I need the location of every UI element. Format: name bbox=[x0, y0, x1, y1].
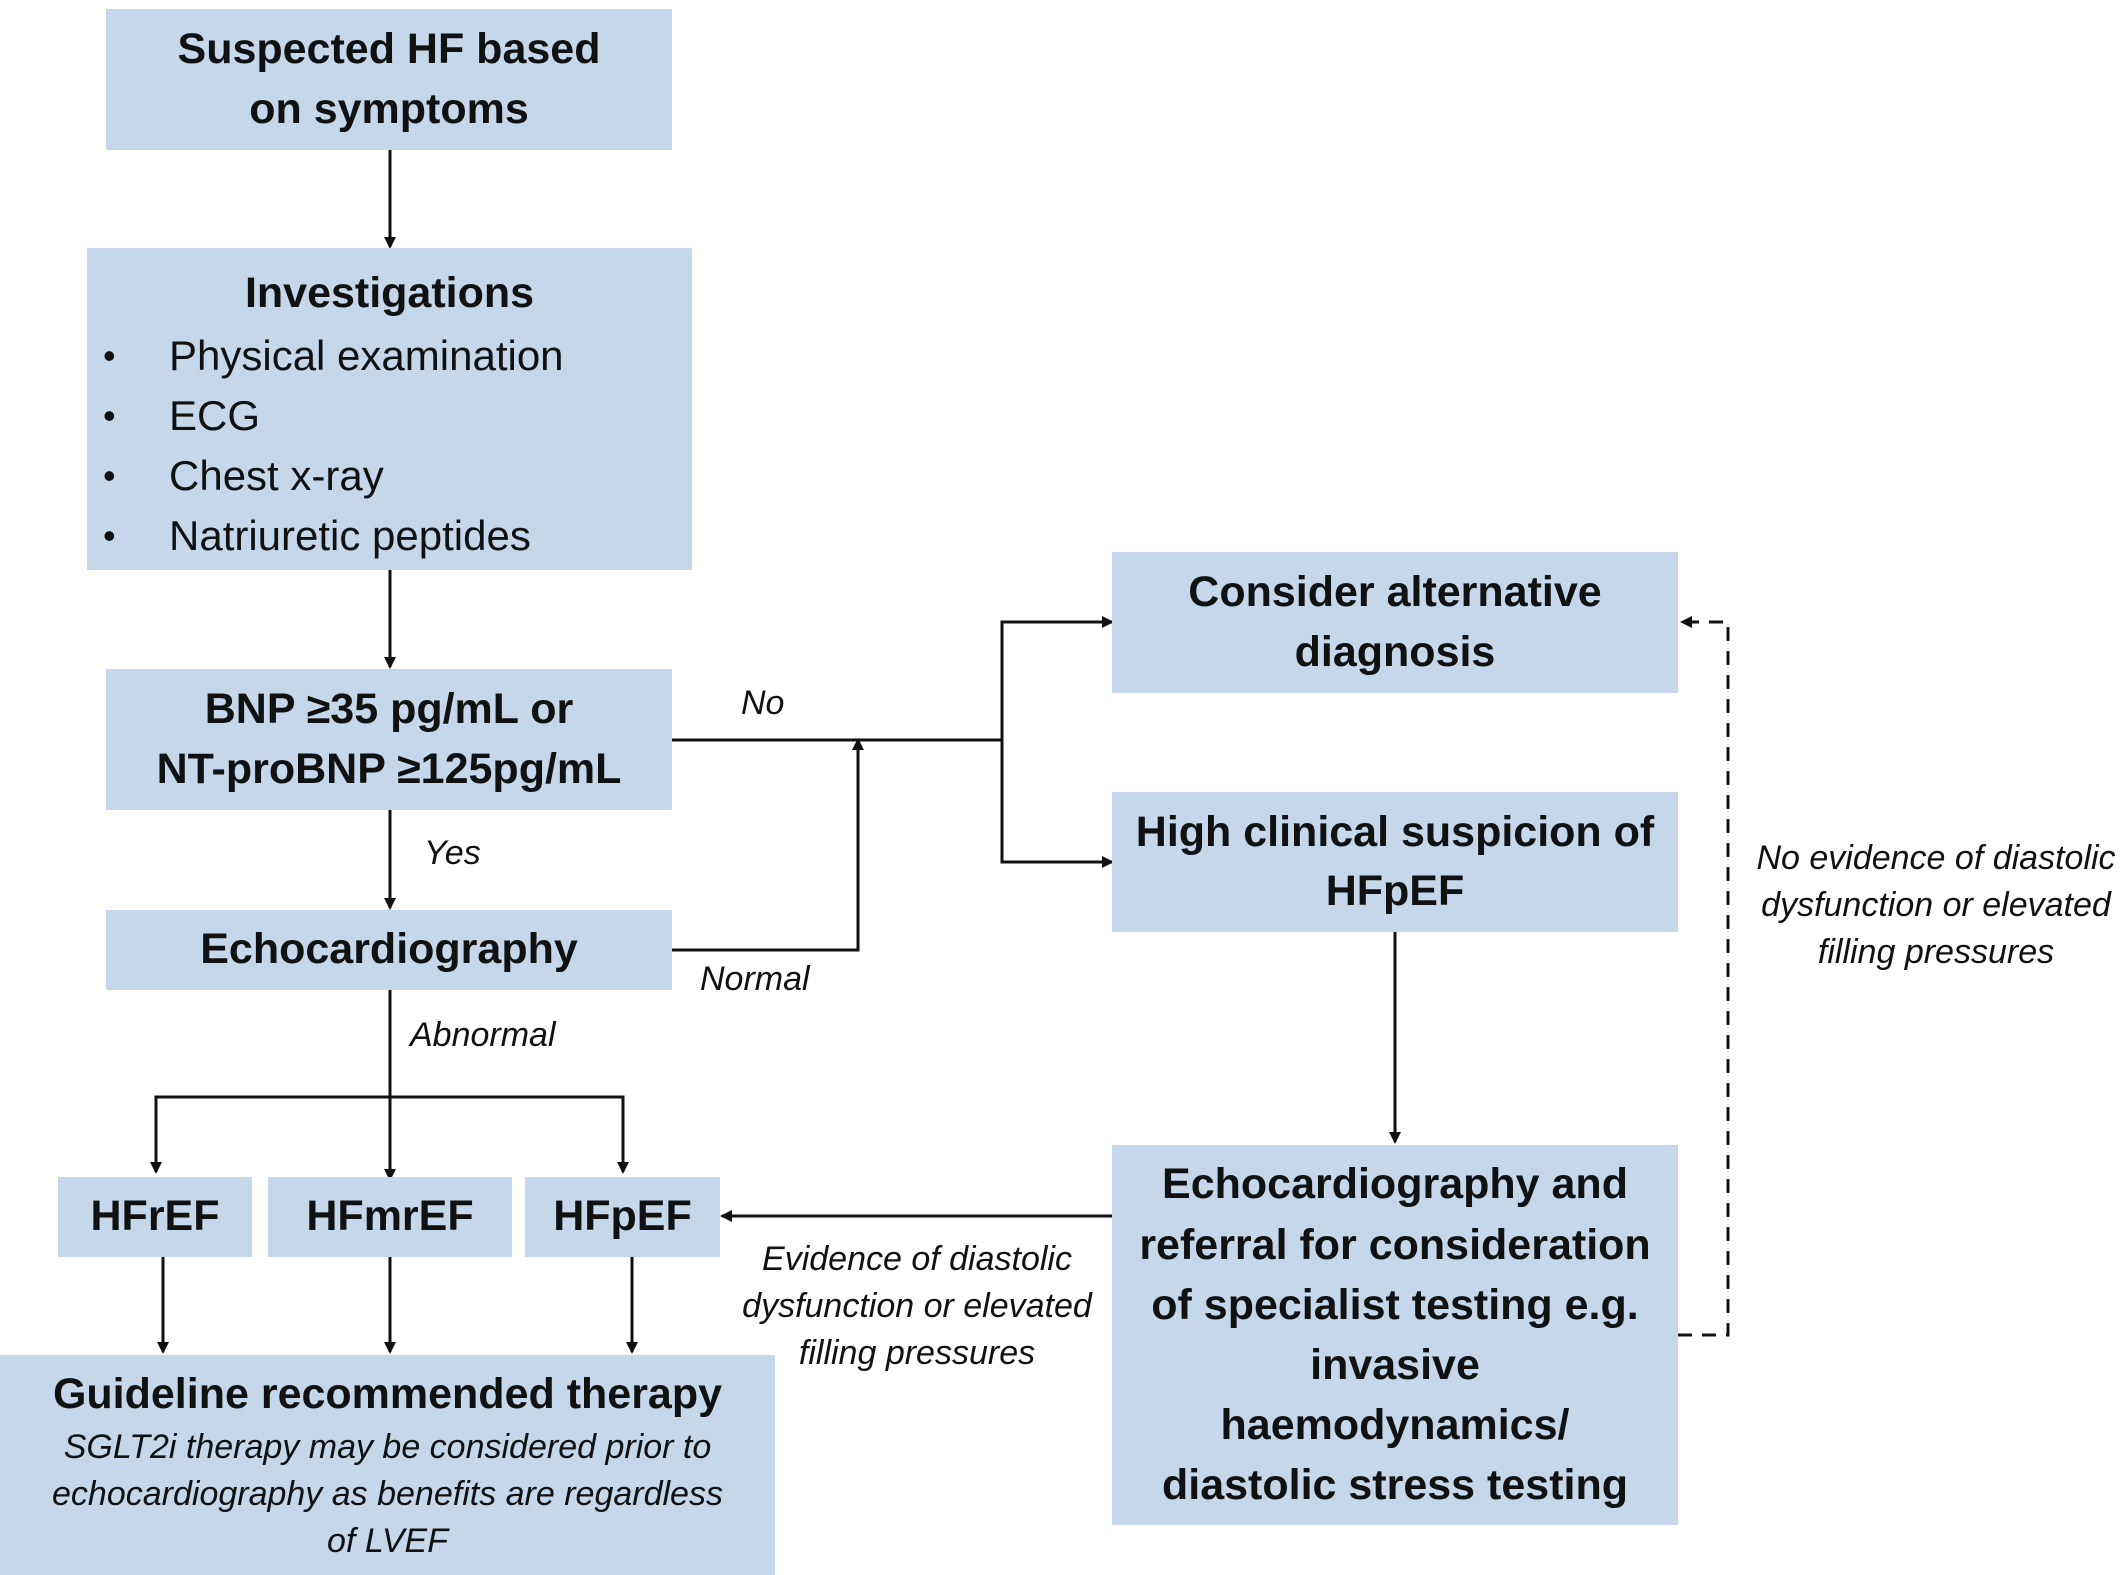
echocardiography-text: Echocardiography bbox=[200, 925, 578, 974]
high-suspicion-text: High clinical suspicion of HFpEF bbox=[1135, 807, 1655, 915]
label-abnormal: Abnormal bbox=[410, 1016, 556, 1054]
label-evidence-diastolic: Evidence of diastolic dysfunction or ele… bbox=[742, 1240, 1092, 1372]
label-no-evidence-diastolic: No evidence of diastolic dysfunction or … bbox=[1756, 839, 2116, 971]
label-no: No bbox=[741, 684, 785, 722]
hfref-box: HFrEF bbox=[58, 1177, 252, 1257]
hfpef-box: HFpEF bbox=[525, 1177, 720, 1257]
guideline-therapy-note: SGLT2i therapy may be considered prior t… bbox=[52, 1428, 723, 1561]
hfpef-text: HFpEF bbox=[553, 1192, 692, 1241]
high-suspicion-box: High clinical suspicion of HFpEF bbox=[1112, 792, 1678, 932]
investigation-item: Physical examination bbox=[87, 326, 564, 386]
echocardiography-box: Echocardiography bbox=[106, 910, 672, 990]
arrow-to-hfref bbox=[150, 1095, 390, 1174]
suspected-hf-text: Suspected HF based on symptoms bbox=[177, 25, 601, 133]
arrow-to-hfpef bbox=[390, 1095, 629, 1174]
investigations-box: Investigations Physical examination ECG … bbox=[87, 248, 692, 570]
hfmref-box: HFmrEF bbox=[268, 1177, 512, 1257]
specialist-testing-box: Echocardiography and referral for consid… bbox=[1112, 1145, 1678, 1525]
arrow-echo-normal bbox=[672, 738, 864, 952]
suspected-hf-box: Suspected HF based on symptoms bbox=[106, 9, 672, 150]
bnp-threshold-line-1: BNP ≥35 pg/mL or bbox=[204, 685, 574, 734]
hfref-text: HFrEF bbox=[90, 1192, 220, 1241]
bnp-threshold-line-2: NT-proBNP ≥125pg/mL bbox=[156, 744, 622, 793]
investigation-item: Natriuretic peptides bbox=[87, 506, 564, 566]
dashed-arrow-specialist-to-alternative bbox=[1678, 616, 1730, 1337]
investigation-item: ECG bbox=[87, 386, 564, 446]
bnp-threshold-box: BNP ≥35 pg/mL or NT-proBNP ≥125pg/mL bbox=[106, 669, 672, 810]
label-yes: Yes bbox=[424, 834, 481, 872]
investigations-title: Investigations bbox=[244, 269, 535, 317]
guideline-therapy-box: Guideline recommended therapy SGLT2i the… bbox=[0, 1355, 775, 1575]
alternative-diagnosis-text: Consider alternative diagnosis bbox=[1188, 568, 1602, 676]
arrow-to-high-suspicion bbox=[1000, 740, 1114, 868]
guideline-therapy-title: Guideline recommended therapy bbox=[52, 1369, 723, 1418]
specialist-testing-text: Echocardiography and referral for consid… bbox=[1139, 1160, 1651, 1510]
investigations-list: Physical examination ECG Chest x-ray Nat… bbox=[87, 326, 564, 566]
arrow-to-alternative bbox=[1000, 616, 1114, 740]
label-normal: Normal bbox=[700, 960, 810, 998]
hfmref-text: HFmrEF bbox=[306, 1192, 474, 1241]
alternative-diagnosis-box: Consider alternative diagnosis bbox=[1112, 552, 1678, 693]
investigation-item: Chest x-ray bbox=[87, 446, 564, 506]
